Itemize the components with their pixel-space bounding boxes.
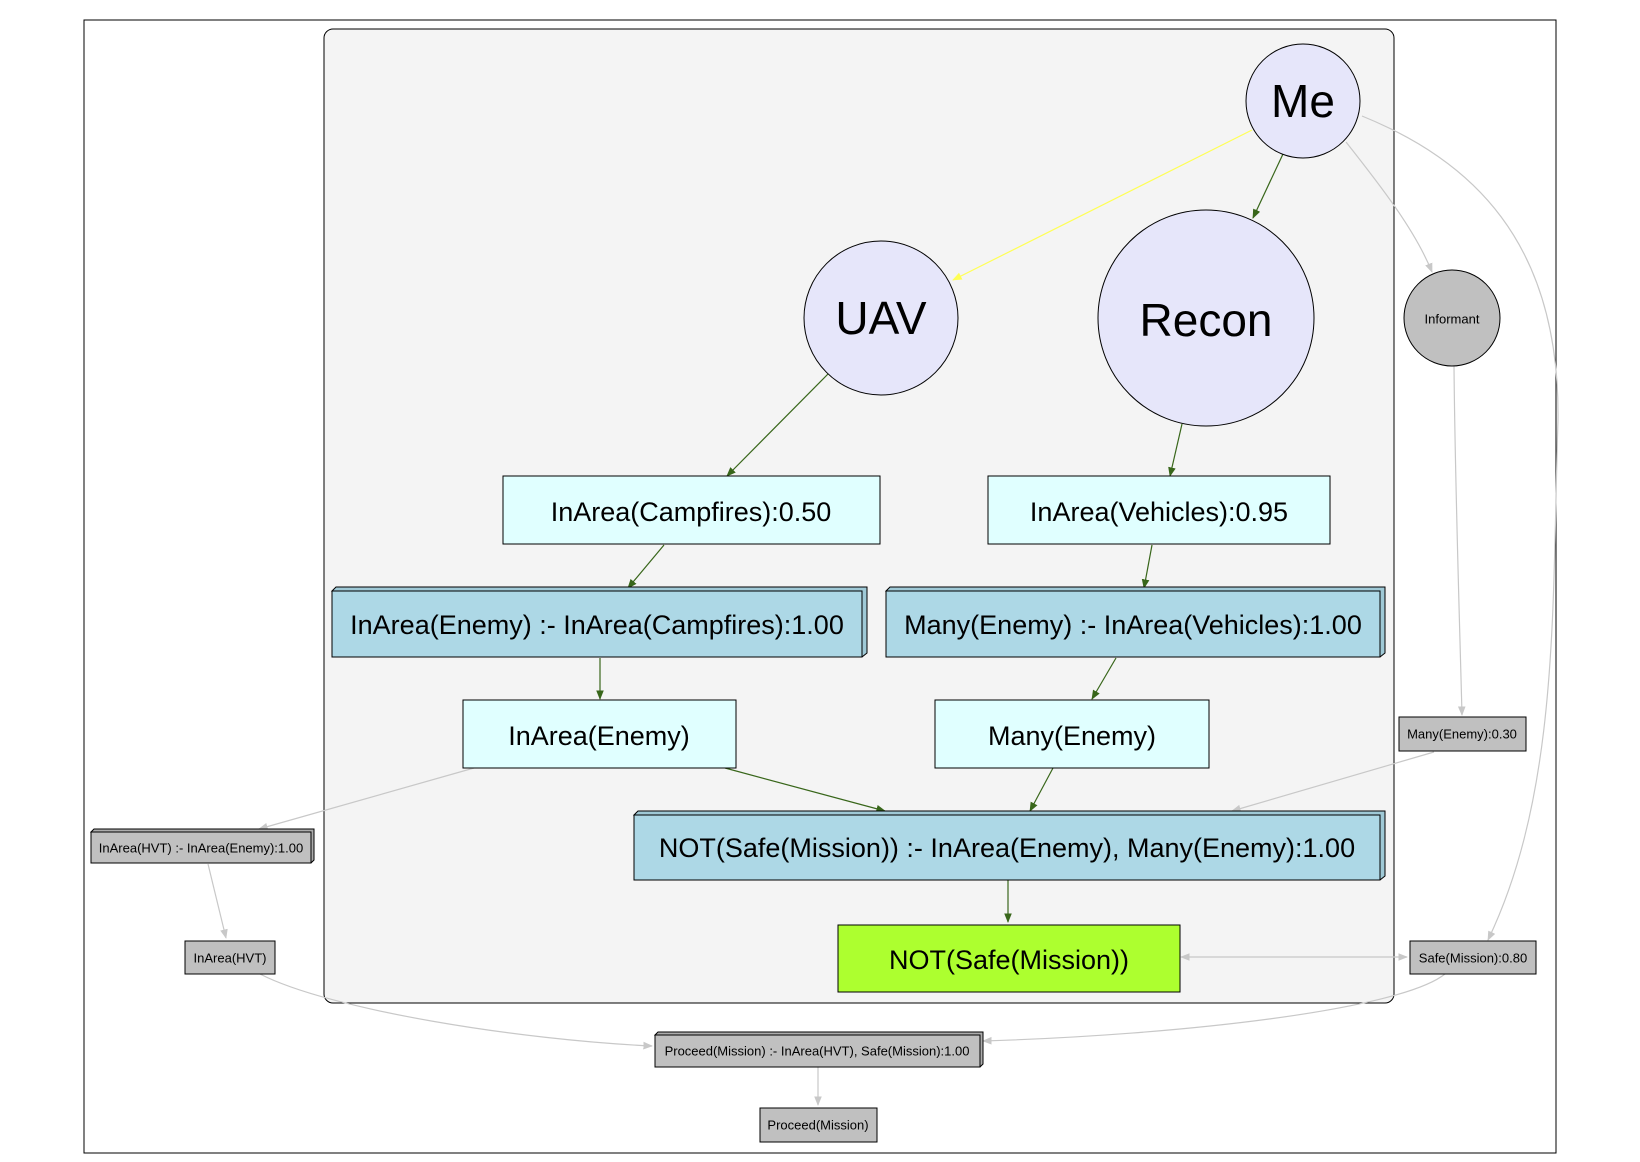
- edge-many030-notsafe-rule: [1231, 751, 1435, 813]
- edge-hvt-proceed-rule: [259, 973, 653, 1050]
- node-inarea-hvt[interactable]: [184, 940, 276, 975]
- node-informant-label: Informant: [1425, 312, 1480, 327]
- node-rule-proceed[interactable]: Proceed(Mission) :- InArea(HVT), Safe(Mi…: [653, 1031, 984, 1068]
- node-rule-not-safe[interactable]: NOT(Safe(Mission)) :- InArea(Enemy), Man…: [632, 810, 1386, 881]
- node-proceed-label: Proceed(Mission): [767, 1118, 868, 1133]
- node-inarea-vehicles[interactable]: [987, 475, 1331, 545]
- edges: [207, 115, 1559, 1106]
- node-recon-label: Recon: [1140, 294, 1273, 346]
- node-uav[interactable]: [803, 240, 959, 396]
- node-recon[interactable]: [1097, 209, 1315, 427]
- node-inarea-enemy[interactable]: [462, 699, 737, 769]
- edge-many-enemy-notsafe-rule: [1029, 767, 1054, 812]
- node-inarea-hvt-label: InArea(HVT): [194, 951, 267, 966]
- node-informant[interactable]: [1403, 269, 1501, 367]
- node-inarea-vehicles-label: InArea(Vehicles):0.95: [1030, 497, 1288, 527]
- node-many-enemy[interactable]: [934, 699, 1210, 769]
- edge-vehicles-rule: [1141, 544, 1153, 589]
- node-rule-many-enemy[interactable]: Many(Enemy) :- InArea(Vehicles):1.00: [884, 586, 1386, 658]
- node-inarea-campfires[interactable]: [502, 475, 881, 545]
- edge-hvt-rule-hvt: [207, 863, 228, 939]
- node-rule-inarea-enemy[interactable]: InArea(Enemy) :- InArea(Campfires):1.00: [330, 586, 868, 658]
- node-proceed[interactable]: [759, 1107, 878, 1143]
- node-rule-many-enemy-label: Many(Enemy) :- InArea(Vehicles):1.00: [904, 610, 1362, 640]
- node-rule-proceed-label: Proceed(Mission) :- InArea(HVT), Safe(Mi…: [665, 1044, 970, 1059]
- node-not-safe-label: NOT(Safe(Mission)): [889, 945, 1129, 975]
- node-rule-inarea-enemy-label: InArea(Enemy) :- InArea(Campfires):1.00: [350, 610, 844, 640]
- edge-inarea-enemy-hvt-rule: [258, 767, 475, 831]
- edge-campfires-rule: [627, 544, 665, 589]
- node-safe-080-label: Safe(Mission):0.80: [1419, 951, 1527, 966]
- node-many-enemy-030[interactable]: [1398, 716, 1527, 752]
- node-me-label: Me: [1271, 75, 1335, 127]
- node-safe-080[interactable]: [1409, 940, 1537, 975]
- edge-me-informant: [1345, 141, 1433, 273]
- edge-me-uav: [952, 129, 1253, 281]
- node-inarea-campfires-label: InArea(Campfires):0.50: [551, 497, 832, 527]
- edge-recon-vehicles: [1168, 423, 1183, 477]
- node-uav-label: UAV: [835, 292, 926, 344]
- node-rule-not-safe-label: NOT(Safe(Mission)) :- InArea(Enemy), Man…: [659, 833, 1355, 863]
- edge-me-safe: [1361, 115, 1559, 941]
- edge-me-recon: [1252, 153, 1284, 219]
- edge-safe-proceed-rule: [982, 973, 1446, 1045]
- node-inarea-enemy-label: InArea(Enemy): [508, 721, 690, 751]
- node-me[interactable]: [1245, 43, 1361, 159]
- edge-rule-many-enemy: [1091, 657, 1117, 700]
- node-many-enemy-label: Many(Enemy): [988, 721, 1156, 751]
- edge-inarea-enemy-notsafe-rule: [724, 767, 886, 813]
- node-rule-inarea-hvt-label: InArea(HVT) :- InArea(Enemy):1.00: [99, 841, 303, 856]
- node-many-enemy-030-label: Many(Enemy):0.30: [1407, 727, 1517, 742]
- edge-informant-many030: [1453, 365, 1466, 716]
- node-not-safe[interactable]: [837, 924, 1181, 993]
- edge-uav-campfires: [726, 373, 829, 477]
- node-rule-inarea-hvt[interactable]: InArea(HVT) :- InArea(Enemy):1.00: [89, 828, 315, 864]
